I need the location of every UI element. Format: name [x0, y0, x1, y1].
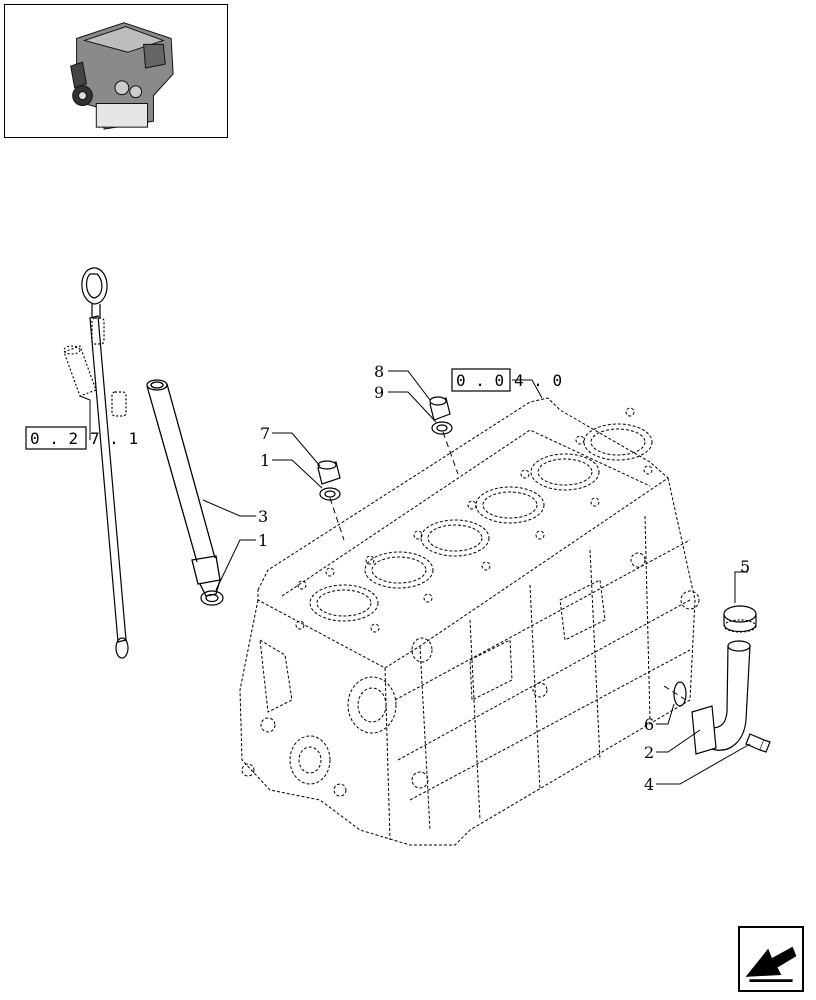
- dipstick-tube: [146, 379, 221, 597]
- callout-4: 4: [644, 775, 654, 794]
- reference-dipstick[interactable]: 0 . 2 7 . 1: [25, 426, 138, 450]
- oil-filler-cap: [723, 605, 757, 633]
- dipstick-guide-plug: [63, 345, 97, 397]
- callout-5: 5: [740, 557, 750, 576]
- seal-ring-upper: [319, 487, 341, 501]
- reference-dipstick-boxed-text[interactable]: 0 . 2: [30, 429, 78, 448]
- o-ring-6: [673, 681, 687, 707]
- callout-1-lower: 1: [258, 531, 268, 550]
- plug-8: [429, 396, 451, 421]
- plug-7: [317, 460, 341, 485]
- engine-thumbnail: [4, 4, 228, 138]
- assembly-leader-lines: [329, 431, 687, 701]
- reference-dipstick-rest-text[interactable]: 7 . 1: [90, 429, 138, 448]
- callout-7: 7: [260, 424, 270, 443]
- reference-block-rest-text[interactable]: 4 . 0: [514, 371, 562, 390]
- next-page-button[interactable]: [738, 926, 804, 992]
- reference-block-box[interactable]: [451, 368, 511, 392]
- next-page-arrow-icon: [745, 946, 797, 983]
- seal-ring-9: [431, 421, 453, 435]
- oil-filler-elbow: [691, 640, 751, 755]
- dipstick: [81, 267, 129, 659]
- seal-ring-lower: [200, 590, 224, 606]
- callout-9: 9: [374, 383, 384, 402]
- callout-leaders: [79, 370, 751, 785]
- callout-1-upper: 1: [260, 451, 270, 470]
- reference-block[interactable]: 0 . 0 4 . 0: [451, 368, 562, 392]
- callout-3: 3: [258, 507, 268, 526]
- callout-8: 8: [374, 362, 384, 381]
- callout-6: 6: [644, 715, 654, 734]
- engine-block: [239, 397, 700, 846]
- reference-block-boxed-text[interactable]: 0 . 0: [456, 371, 504, 390]
- engine-thumbnail-icon: [70, 22, 174, 130]
- callout-2: 2: [644, 743, 654, 762]
- reference-dipstick-box[interactable]: [25, 426, 87, 450]
- screw-4: [745, 733, 771, 753]
